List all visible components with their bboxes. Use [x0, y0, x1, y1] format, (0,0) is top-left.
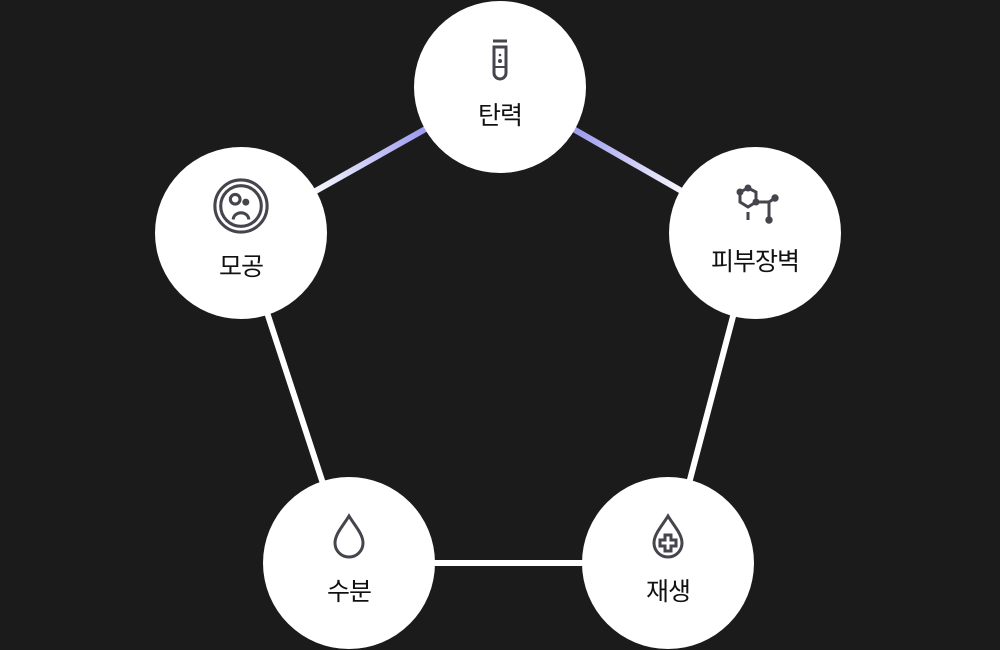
- node-elasticity: 탄력: [414, 1, 586, 173]
- molecule-icon: [736, 184, 779, 224]
- drop-plus-icon: [652, 513, 684, 559]
- water-drop-icon: [333, 513, 365, 559]
- node-moisture: 수분: [263, 477, 435, 649]
- node-label: 재생: [645, 577, 691, 606]
- node-regeneration: 재생: [582, 477, 754, 649]
- node-label: 모공: [218, 252, 264, 281]
- node-pore: 모공: [155, 147, 327, 319]
- node-skin-barrier: 피부장벽: [669, 147, 841, 319]
- node-label: 탄력: [477, 101, 523, 130]
- node-label: 수분: [326, 577, 372, 606]
- test-tube-icon: [492, 39, 508, 81]
- pore-icon: [213, 178, 269, 234]
- node-label: 피부장벽: [710, 247, 800, 276]
